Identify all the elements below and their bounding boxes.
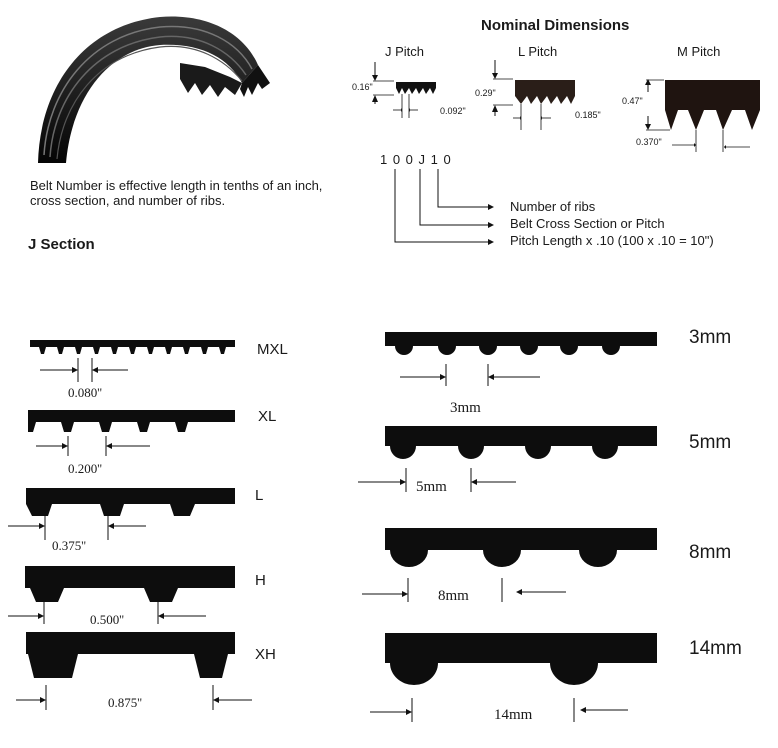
h-belt-profile bbox=[8, 566, 235, 624]
belt-code: 1 0 0 J 1 0 bbox=[380, 152, 452, 167]
xh-belt-profile bbox=[16, 632, 252, 710]
mxl-belt-profile bbox=[30, 340, 235, 382]
l-belt-profile bbox=[8, 488, 235, 540]
belt-name-h: H bbox=[255, 572, 266, 589]
belt-code-leader-lines bbox=[394, 169, 494, 245]
j-pitch-spacing: 0.092" bbox=[440, 106, 466, 116]
belt-pitch-h: 0.500'' bbox=[90, 612, 124, 627]
pitch-label-j: J Pitch bbox=[385, 44, 425, 59]
belt-name-8mm: 8mm bbox=[689, 542, 732, 563]
3mm-belt-profile bbox=[385, 332, 657, 386]
belt-pitch-8mm: 8mm bbox=[438, 588, 469, 604]
14mm-belt-profile bbox=[370, 633, 657, 722]
xl-belt-profile bbox=[28, 410, 235, 456]
section-heading: J Section bbox=[28, 236, 95, 253]
j-pitch-height: 0.16" bbox=[352, 82, 373, 92]
l-pitch-profile bbox=[492, 60, 575, 130]
m-pitch-profile bbox=[645, 79, 760, 152]
belt-number-description: Belt Number is effective length in tenth… bbox=[30, 178, 323, 208]
belt-name-3mm: 3mm bbox=[689, 327, 732, 348]
page-title: Nominal Dimensions bbox=[481, 17, 630, 34]
belt-name-mxl: MXL bbox=[257, 341, 288, 358]
l-pitch-spacing: 0.185" bbox=[575, 110, 601, 120]
ribbed-belt-illustration bbox=[38, 16, 270, 163]
belt-pitch-xl: 0.200'' bbox=[68, 461, 102, 476]
pitch-label-l: L Pitch bbox=[518, 44, 558, 59]
belt-pitch-xh: 0.875'' bbox=[108, 695, 142, 710]
legend-pitch-length: Pitch Length x .10 (100 x .10 = 10") bbox=[510, 233, 714, 248]
m-pitch-spacing: 0.370" bbox=[636, 137, 662, 147]
belt-name-l: L bbox=[255, 487, 264, 504]
belt-pitch-3mm: 3mm bbox=[450, 400, 481, 416]
belt-pitch-mxl: 0.080'' bbox=[68, 385, 102, 400]
m-pitch-height: 0.47" bbox=[622, 96, 643, 106]
belt-pitch-14mm: 14mm bbox=[494, 707, 533, 723]
belt-name-5mm: 5mm bbox=[689, 432, 732, 453]
belt-pitch-5mm: 5mm bbox=[416, 479, 447, 495]
belt-name-xh: XH bbox=[255, 646, 276, 663]
pitch-label-m: M Pitch bbox=[677, 44, 721, 59]
5mm-belt-profile bbox=[358, 426, 657, 492]
j-pitch-profile bbox=[372, 62, 436, 118]
belt-pitch-l: 0.375'' bbox=[52, 538, 86, 553]
legend-number-of-ribs: Number of ribs bbox=[510, 199, 596, 214]
8mm-belt-profile bbox=[362, 528, 657, 602]
legend-cross-section: Belt Cross Section or Pitch bbox=[510, 216, 665, 231]
belt-name-xl: XL bbox=[258, 408, 277, 425]
l-pitch-height: 0.29" bbox=[475, 88, 496, 98]
belt-name-14mm: 14mm bbox=[689, 638, 742, 659]
